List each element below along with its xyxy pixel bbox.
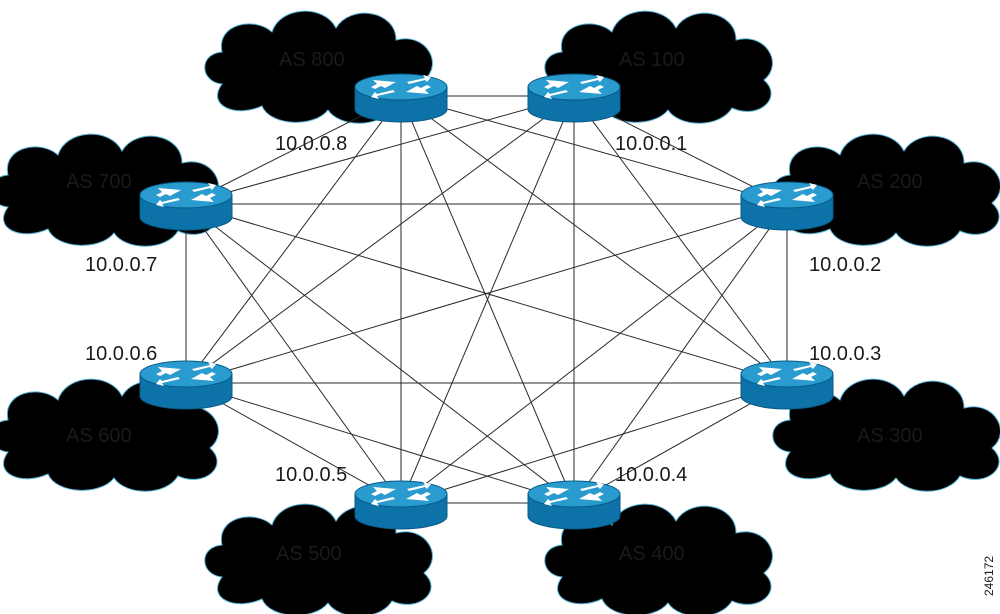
ip-label-as300: 10.0.0.3 xyxy=(809,343,881,365)
ip-label-as600: 10.0.0.6 xyxy=(85,343,157,365)
link-as500-as700 xyxy=(185,203,402,504)
as-label-as300: AS 300 xyxy=(857,425,923,447)
link-as400-as700 xyxy=(185,203,575,504)
ip-label-as100: 10.0.0.1 xyxy=(615,133,687,155)
router-icon-as300 xyxy=(740,360,834,410)
link-as300-as700 xyxy=(185,203,788,384)
link-as600-as800 xyxy=(185,95,402,384)
ip-label-as200: 10.0.0.2 xyxy=(809,254,881,276)
router-icon-as500 xyxy=(354,480,448,530)
as-label-as400: AS 400 xyxy=(619,543,685,565)
as-label-as700: AS 700 xyxy=(66,171,132,193)
link-as400-as800 xyxy=(400,95,575,504)
router-icon-as600 xyxy=(139,360,233,410)
link-as100-as300 xyxy=(573,95,788,384)
link-as300-as800 xyxy=(400,95,788,384)
router-icon-as700 xyxy=(139,181,233,231)
link-as200-as400 xyxy=(573,203,788,504)
link-as300-as500 xyxy=(400,382,788,504)
link-as100-as600 xyxy=(185,95,575,384)
ip-label-as500: 10.0.0.5 xyxy=(275,464,347,486)
ip-label-as700: 10.0.0.7 xyxy=(85,254,157,276)
ip-label-as400: 10.0.0.4 xyxy=(615,464,687,486)
as-label-as200: AS 200 xyxy=(857,171,923,193)
link-as200-as800 xyxy=(400,95,788,205)
as-label-as600: AS 600 xyxy=(66,425,132,447)
as-label-as500: AS 500 xyxy=(276,543,342,565)
link-as100-as700 xyxy=(185,95,575,205)
as-label-as800: AS 800 xyxy=(279,49,345,71)
figure-id: 246172 xyxy=(982,556,996,596)
router-icon-as800 xyxy=(354,73,448,123)
as-label-as100: AS 100 xyxy=(619,49,685,71)
link-as400-as600 xyxy=(185,382,575,504)
router-icon-as400 xyxy=(527,480,621,530)
link-as200-as500 xyxy=(400,203,788,504)
router-icon-as200 xyxy=(740,181,834,231)
router-icon-as100 xyxy=(527,73,621,123)
ip-label-as800: 10.0.0.8 xyxy=(275,133,347,155)
